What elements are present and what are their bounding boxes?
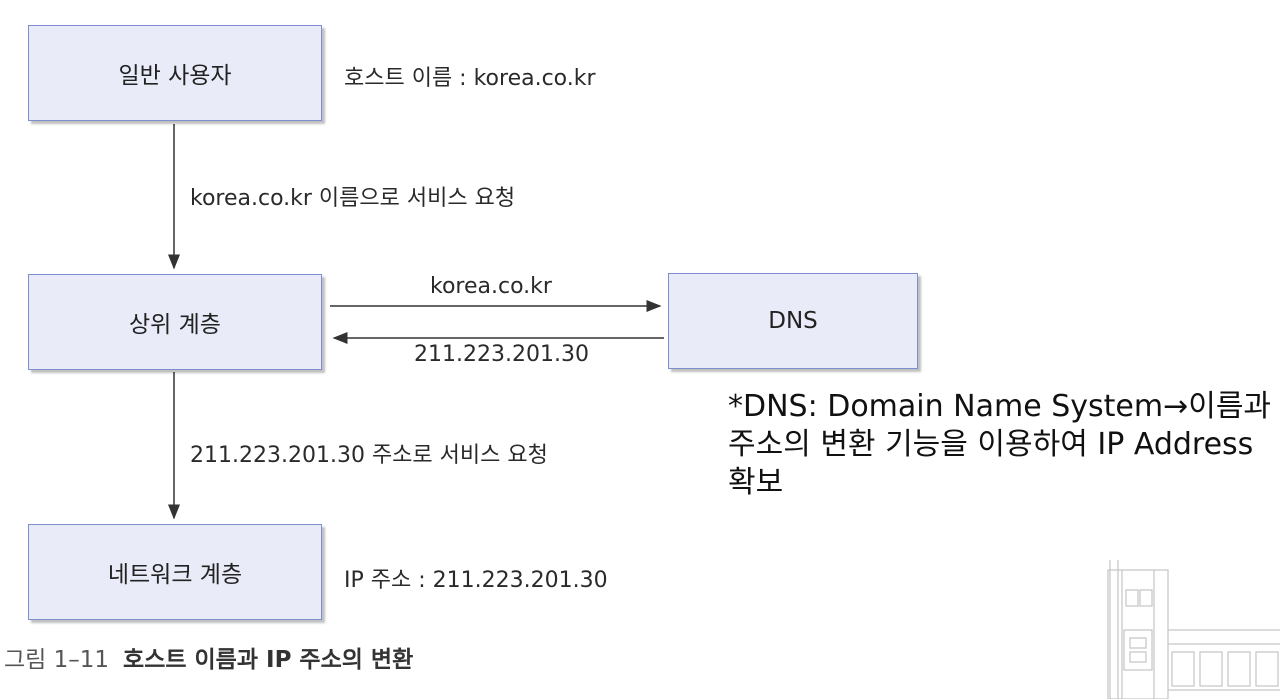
node-network-layer-label: 네트워크 계층 xyxy=(107,562,243,588)
ip-address-label: IP 주소 : 211.223.201.30 xyxy=(344,568,608,593)
node-network-layer: 네트워크 계층 xyxy=(28,524,322,620)
request-by-name-label: korea.co.kr 이름으로 서비스 요청 xyxy=(190,186,516,211)
node-user-label: 일반 사용자 xyxy=(118,63,232,89)
request-by-address-label: 211.223.201.30 주소로 서비스 요청 xyxy=(190,443,548,468)
dns-query-label: korea.co.kr xyxy=(430,274,552,299)
figure-caption: 그림 1–11 호스트 이름과 IP 주소의 변환 xyxy=(4,640,413,674)
node-dns: DNS xyxy=(668,273,918,369)
figure-number: 그림 1–11 xyxy=(4,647,110,673)
host-name-label: 호스트 이름 : korea.co.kr xyxy=(344,66,596,91)
dns-note: *DNS: Domain Name System→이름과 주소의 변환 기능을 … xyxy=(728,389,1272,500)
node-upper-layer: 상위 계층 xyxy=(28,274,322,370)
node-dns-label: DNS xyxy=(768,308,818,334)
node-upper-layer-label: 상위 계층 xyxy=(129,312,221,338)
dns-reply-label: 211.223.201.30 xyxy=(414,342,589,367)
node-user: 일반 사용자 xyxy=(28,25,322,121)
university-building-watermark xyxy=(1107,560,1280,699)
figure-title: 호스트 이름과 IP 주소의 변환 xyxy=(123,647,414,673)
